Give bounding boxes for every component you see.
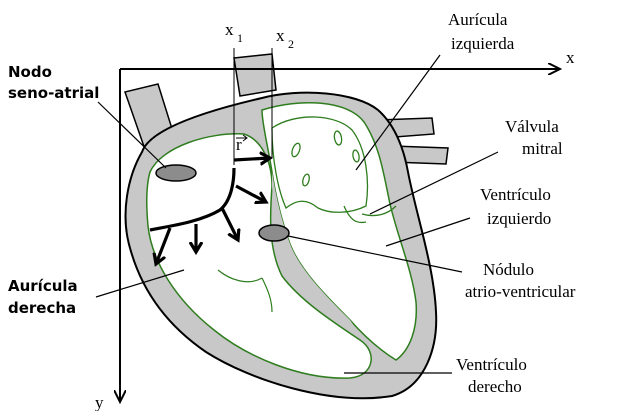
label-nodo-line2: seno-atrial [8, 84, 99, 102]
pulmonary-vessel-top [234, 54, 276, 96]
wave-arrow-1 [234, 158, 270, 160]
left-atrium-outline [272, 117, 367, 212]
label-nodulo-line2: atrio-ventricular [465, 282, 576, 301]
label-ventriculo-izquierdo-line2: izquierdo [487, 209, 551, 228]
label-nodo-line1: Nodo [8, 63, 52, 81]
label-valvula-line2: mitral [522, 139, 563, 158]
x2-label: x [276, 26, 285, 45]
x1-label: x [225, 20, 234, 39]
label-auricula-izquierda-line1: Aurícula [448, 10, 508, 29]
label-ventriculo-derecho-line2: derecho [468, 377, 522, 396]
label-auricula-derecha-line2: derecha [8, 299, 76, 317]
x1-subscript: 1 [237, 31, 243, 45]
x2-subscript: 2 [288, 37, 294, 51]
sinoatrial-node [156, 165, 196, 181]
label-auricula-derecha-line1: Aurícula [8, 277, 78, 295]
label-ventriculo-izquierdo-line1: Ventrículo [480, 185, 551, 204]
label-valvula-line1: Válvula [505, 117, 559, 136]
y-axis-label: y [95, 393, 104, 411]
label-nodulo-line1: Nódulo [483, 260, 534, 279]
label-ventriculo-derecho-line1: Ventrículo [456, 355, 527, 374]
atrioventricular-node [259, 225, 289, 241]
x-axis-label: x [566, 48, 575, 67]
label-auricula-izquierda-line2: izquierda [451, 34, 515, 53]
